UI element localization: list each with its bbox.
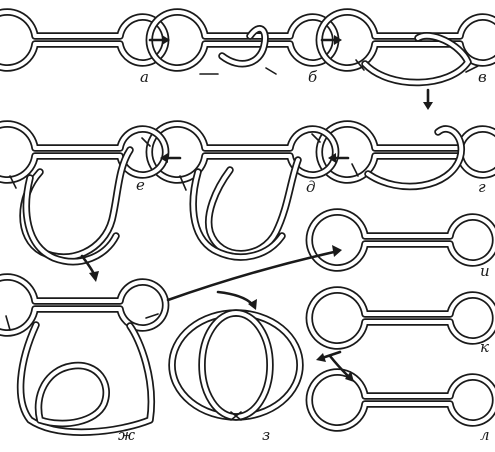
panel-k-label: к xyxy=(480,338,489,356)
panel-b-label: б xyxy=(308,68,318,86)
panel-z-label: з xyxy=(262,426,270,444)
panel-i-label: и xyxy=(480,262,490,280)
panel-g: г xyxy=(319,124,495,196)
arrow-zh-to-z xyxy=(218,292,252,304)
panel-zh-tube xyxy=(0,277,166,333)
panel-a-tube xyxy=(0,12,166,68)
panel-zh-label: ж xyxy=(118,426,135,444)
panel-z: з xyxy=(172,313,300,444)
panel-e-label: е xyxy=(136,176,145,194)
panel-g-arrow-left xyxy=(352,164,358,176)
panel-v-tube xyxy=(319,12,495,83)
panel-b-tube xyxy=(149,12,335,68)
panel-i-tube xyxy=(309,212,495,268)
panel-k: к xyxy=(309,290,495,356)
panel-a-label: а xyxy=(140,68,149,86)
panel-d-label: д xyxy=(306,178,316,196)
panel-a: а xyxy=(0,12,166,86)
panel-g-label: г xyxy=(478,178,486,196)
panel-v-label: в xyxy=(478,68,487,86)
panel-zh: ж xyxy=(0,277,166,444)
panel-e: е xyxy=(0,124,166,262)
panel-l-tube xyxy=(309,372,495,428)
panel-l-label: л xyxy=(480,426,490,444)
panel-zh-arrow-left xyxy=(6,316,10,330)
panel-d-tube xyxy=(149,124,335,180)
panel-b-arrow-right xyxy=(266,68,276,74)
panel-i: и xyxy=(309,212,495,280)
panel-e-tube xyxy=(0,124,166,180)
panel-b: б xyxy=(149,12,335,86)
panel-g-tube xyxy=(319,124,495,187)
panel-k-tube xyxy=(309,290,495,346)
panel-zh-arrow-right xyxy=(146,314,158,318)
panel-l: л xyxy=(309,372,495,444)
panel-v: в xyxy=(319,12,495,86)
